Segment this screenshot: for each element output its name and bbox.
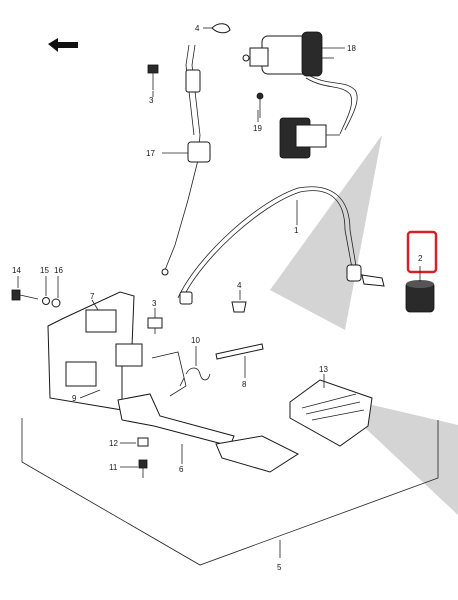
throttle-actuator-part-18 (242, 31, 358, 135)
callout-4-middle: 4 (237, 281, 242, 290)
callout-2: 2 (418, 254, 423, 263)
callout-1: 1 (294, 226, 299, 235)
callout-3-middle: 3 (152, 299, 157, 308)
highlight-box (406, 230, 438, 274)
accelerator-cable-part-1 (177, 186, 385, 305)
nut-part-12 (137, 437, 149, 447)
spring-part-10 (179, 367, 211, 387)
front-direction-arrow-icon (48, 38, 78, 52)
callout-6: 6 (179, 465, 184, 474)
callout-8: 8 (242, 380, 247, 389)
screw-part-3-middle (147, 317, 163, 334)
cap-part-2 (405, 280, 435, 313)
assembly-frame (21, 418, 439, 566)
callout-19: 19 (253, 124, 262, 133)
pedal-arm-part-6 (117, 351, 300, 473)
callout-10: 10 (191, 336, 200, 345)
pin-part-8 (215, 343, 264, 360)
callout-11: 11 (109, 463, 118, 472)
callout-18: 18 (347, 44, 356, 53)
watermark-logo (270, 135, 458, 515)
callout-labels: 4 18 3 19 17 1 2 4 14 15 16 7 3 10 13 8 … (12, 24, 423, 572)
callout-12: 12 (109, 439, 118, 448)
callout-16: 16 (54, 266, 63, 275)
callout-4-top: 4 (195, 24, 200, 33)
wiring-connector (279, 117, 340, 159)
callout-5: 5 (277, 563, 282, 572)
accelerator-cable-part-17 (161, 44, 211, 276)
callout-17: 17 (146, 149, 155, 158)
leader-lines (17, 27, 421, 468)
bolt-part-11 (138, 459, 148, 478)
washer-part-15 (42, 297, 50, 305)
callout-14: 14 (12, 266, 21, 275)
callout-7: 7 (90, 292, 95, 301)
callout-3-top: 3 (149, 96, 154, 105)
clip-part-4-middle (231, 301, 247, 313)
screw-part-19 (256, 92, 264, 118)
screw-part-3-top (147, 64, 159, 90)
clip-part-4-top (211, 23, 231, 34)
bolt-part-14 (11, 289, 39, 301)
pedal-bracket-part-7 (47, 291, 143, 411)
callout-9: 9 (72, 394, 77, 403)
washer-part-16 (51, 298, 61, 308)
callout-15: 15 (40, 266, 49, 275)
callout-13: 13 (319, 365, 328, 374)
pedal-pad-part-13 (289, 379, 373, 447)
